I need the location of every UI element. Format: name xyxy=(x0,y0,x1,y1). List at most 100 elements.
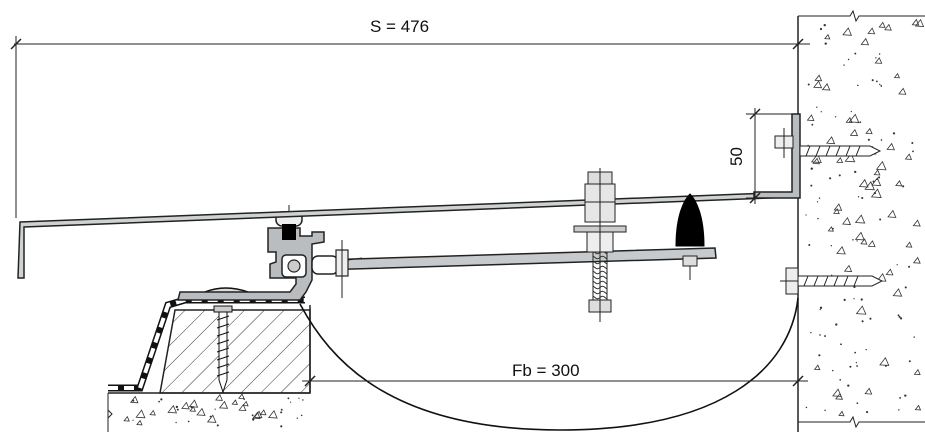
aggregate-stone xyxy=(875,160,887,171)
aggregate-stone xyxy=(912,256,921,264)
aggregate-stone xyxy=(860,37,870,46)
aggregate-dot xyxy=(856,365,858,367)
aggregate-stone xyxy=(911,18,920,26)
aggregate-dot xyxy=(840,343,842,346)
aggregate-dot xyxy=(819,334,821,336)
wall-bracket xyxy=(753,113,882,199)
aggregate-dot xyxy=(899,317,903,320)
aggregate-dot xyxy=(280,411,283,414)
aggregate-stone xyxy=(135,409,146,419)
aggregate-dot xyxy=(158,400,160,403)
aggregate-dot xyxy=(175,421,177,424)
aggregate-dot xyxy=(871,79,874,82)
dimension-gap: Fb = 300 xyxy=(302,361,808,387)
insulation-block xyxy=(159,305,311,394)
aggregate-dot xyxy=(834,116,837,118)
aggregate-stone xyxy=(913,368,921,376)
aggregate-stone xyxy=(905,241,913,248)
aggregate-dot xyxy=(850,110,852,113)
aggregate-stone xyxy=(136,419,143,426)
aggregate-dot xyxy=(187,420,190,423)
aggregate-stone xyxy=(864,181,875,191)
aggregate-stone xyxy=(893,72,900,79)
aggregate-stone xyxy=(879,356,890,366)
aggregate-stone xyxy=(841,217,852,225)
aggregate-dot xyxy=(823,23,826,27)
aggregate-dot xyxy=(807,83,810,86)
aggregate-stone xyxy=(238,393,245,400)
aggregate-dot xyxy=(829,177,832,180)
aggregate-dot xyxy=(898,409,900,411)
aggregate-dot xyxy=(876,178,878,181)
right-concrete-wall xyxy=(797,9,925,432)
aggregate-dot xyxy=(852,238,854,241)
aggregate-dot xyxy=(819,27,823,31)
aggregate-stone xyxy=(860,238,868,245)
aggregate-stone xyxy=(267,409,278,419)
aggregate-dot xyxy=(904,286,907,289)
height-dimension-label: 50 xyxy=(727,147,746,166)
aggregate-dot xyxy=(856,240,858,242)
aggregate-dot xyxy=(878,53,881,55)
aggregate-stone xyxy=(167,404,178,414)
aggregate-dot xyxy=(216,424,219,427)
aggregate-dot xyxy=(897,314,900,317)
aggregate-dot xyxy=(853,298,855,300)
aggregate-stone xyxy=(873,169,881,176)
aggregate-stone xyxy=(832,208,840,215)
aggregate-stone xyxy=(259,409,267,416)
aggregate-stone xyxy=(914,18,925,27)
aggregate-dot xyxy=(176,408,179,411)
aggregate-dot xyxy=(820,111,822,113)
aggregate-stone xyxy=(810,153,822,163)
aggregate-stone xyxy=(836,246,846,255)
aggregate-dot xyxy=(819,308,821,311)
aggregate-stone xyxy=(867,27,876,35)
aggregate-dot xyxy=(290,401,292,403)
left-concrete-base xyxy=(107,392,310,432)
aggregate-dot xyxy=(818,197,821,199)
aggregate-stone xyxy=(812,157,821,165)
aggregate-stone xyxy=(914,404,922,411)
aggregate-dot xyxy=(817,217,819,220)
aggregate-dot xyxy=(880,139,883,141)
aggregate-dot xyxy=(861,320,864,323)
aggregate-dot xyxy=(904,394,907,397)
aggregate-dot xyxy=(243,398,245,400)
aggregate-dot xyxy=(869,317,872,320)
aggregate-stone xyxy=(813,80,823,89)
aggregate-stone xyxy=(129,395,139,404)
aggregate-stone xyxy=(238,403,247,412)
aggregate-dot xyxy=(861,197,864,200)
flexible-drain-membrane xyxy=(299,297,799,431)
aggregate-dot xyxy=(854,351,857,354)
aggregate-stone xyxy=(844,152,856,163)
aggregate-dot xyxy=(831,369,834,372)
aggregate-stone xyxy=(848,113,860,123)
aggregate-dot xyxy=(296,417,299,419)
aggregate-dot xyxy=(824,409,826,412)
aggregate-dot xyxy=(857,84,859,87)
aggregate-dot xyxy=(251,414,254,417)
aggregate-dot xyxy=(808,243,811,247)
aggregate-stone xyxy=(892,288,903,297)
aggregate-dot xyxy=(854,170,857,174)
aggregate-dot xyxy=(913,336,915,338)
aggregate-dot xyxy=(896,264,898,266)
aggregate-stone xyxy=(878,21,886,28)
aggregate-dot xyxy=(854,52,857,55)
adjustment-bolt xyxy=(573,168,627,322)
aggregate-stone xyxy=(874,57,883,64)
aggregate-stone xyxy=(814,74,823,82)
aggregate-dot xyxy=(280,425,283,428)
aggregate-stone xyxy=(813,364,821,371)
aggregate-dot xyxy=(867,138,870,141)
aggregate-dot xyxy=(865,348,867,351)
aggregate-dot xyxy=(908,360,911,363)
aggregate-dot xyxy=(860,298,863,301)
aggregate-dot xyxy=(877,176,881,179)
aggregate-dot xyxy=(839,378,842,381)
aggregate-dot xyxy=(810,331,812,334)
aggregate-dot xyxy=(818,354,821,357)
aggregate-dot xyxy=(805,406,808,409)
